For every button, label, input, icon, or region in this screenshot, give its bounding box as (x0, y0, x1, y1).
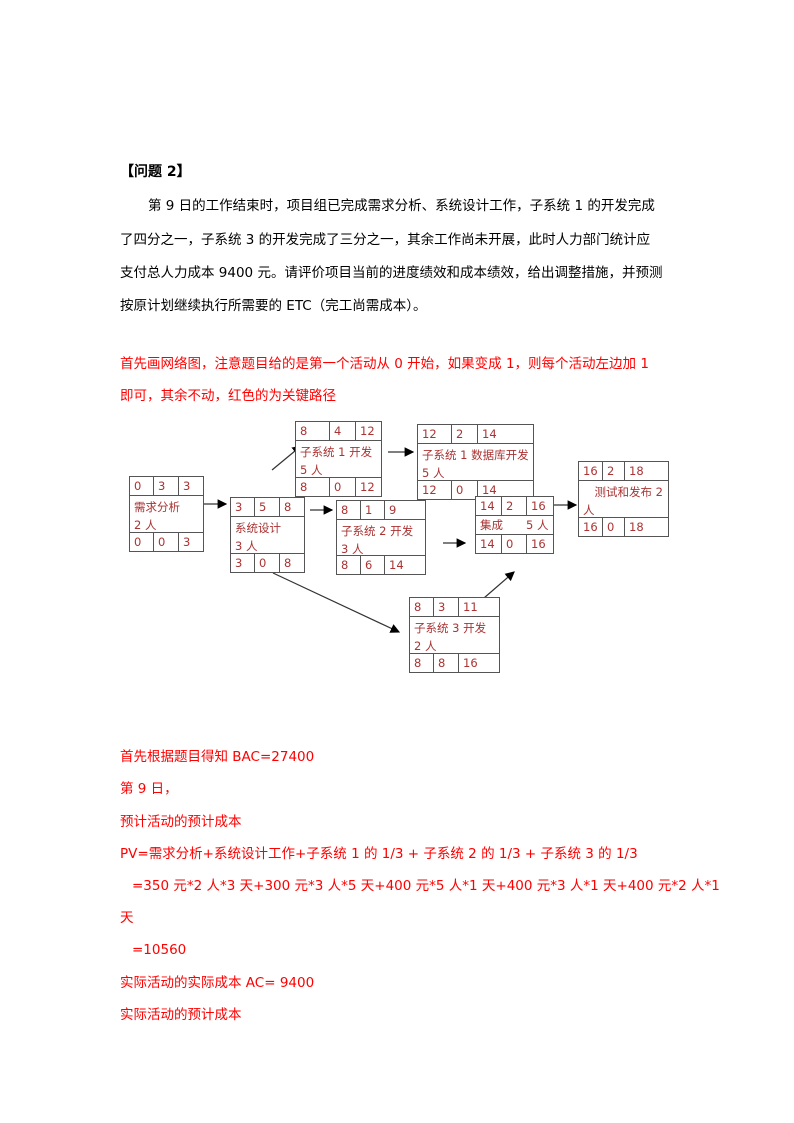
solution-line-day9: 第 9 日， (120, 781, 178, 797)
es: 14 (476, 497, 502, 515)
duration: 2 (603, 462, 625, 480)
es: 3 (231, 498, 255, 516)
solution-line-bac: 首先根据题目得知 BAC=27400 (120, 749, 315, 765)
question-line-3: 支付总人力成本 9400 元。请评价项目当前的进度绩效和成本绩效，给出调整措施，… (120, 265, 663, 281)
note-line-2: 即可，其余不动，红色的为关键路径 (120, 388, 336, 404)
float: 0 (255, 554, 280, 572)
float: 0 (154, 533, 179, 551)
solution-line-ev-label: 实际活动的预计成本 (120, 1007, 242, 1023)
solution-line-pv-label: 预计活动的预计成本 (120, 814, 242, 830)
node-people: 2 人 (134, 518, 157, 532)
es: 8 (337, 501, 361, 519)
ef: 11 (463, 600, 478, 614)
solution-line-pv-formula: PV=需求分析+系统设计工作+子系统 1 的 1/3 + 子系统 2 的 1/3… (120, 846, 638, 862)
lf: 14 (389, 558, 404, 572)
solution-line-pv-calc: =350 元*2 人*3 天+300 元*3 人*5 天+400 元*5 人*1… (132, 878, 720, 894)
ef: 16 (531, 499, 546, 513)
float: 0 (330, 478, 356, 496)
duration: 2 (452, 425, 478, 443)
es: 12 (418, 425, 452, 443)
ef: 9 (389, 503, 397, 517)
node-label: 系统设计 (235, 521, 281, 535)
solution-line-pv-calc-cont: 天 (120, 910, 134, 926)
float: 0 (452, 481, 478, 499)
node-people: 5 人 (300, 463, 323, 477)
lf: 8 (284, 556, 292, 570)
node-label: 子系统 3 开发 (414, 621, 487, 635)
es: 0 (130, 477, 154, 495)
es: 8 (296, 422, 330, 440)
ls: 3 (231, 554, 255, 572)
lf: 3 (183, 535, 191, 549)
note-line-1: 首先画网络图，注意题目给的是第一个活动从 0 开始，如果变成 1，则每个活动左边… (120, 356, 649, 372)
lf: 12 (360, 480, 375, 494)
ls: 12 (418, 481, 452, 499)
ls: 14 (476, 535, 502, 553)
solution-line-pv-result: =10560 (132, 942, 187, 958)
duration: 2 (502, 497, 527, 515)
node-label: 测试和发布 2 人 (583, 485, 663, 517)
question-title: 【问题 2】 (120, 164, 191, 180)
ls: 0 (130, 533, 154, 551)
ls: 8 (296, 478, 330, 496)
ef: 12 (360, 424, 375, 438)
float: 0 (502, 535, 527, 553)
ef: 14 (482, 427, 497, 441)
node-label: 集成 5 人 (480, 518, 549, 532)
ls: 8 (410, 654, 434, 672)
lf: 14 (482, 483, 497, 497)
float: 6 (361, 556, 385, 574)
ls: 16 (579, 518, 603, 536)
duration: 3 (434, 598, 459, 616)
node-label: 子系统 1 数据库开发 5 人 (422, 448, 529, 480)
question-line-1: 第 9 日的工作结束时，项目组已完成需求分析、系统设计工作，子系统 1 的开发完… (148, 198, 655, 214)
node-people: 3 人 (235, 539, 258, 553)
duration: 3 (154, 477, 179, 495)
ef: 3 (183, 479, 191, 493)
lf: 16 (463, 656, 478, 670)
ef: 8 (284, 500, 292, 514)
es: 8 (410, 598, 434, 616)
es: 16 (579, 462, 603, 480)
duration: 1 (361, 501, 385, 519)
node-people: 3 人 (341, 542, 364, 556)
node-label: 子系统 2 开发 (341, 524, 414, 538)
node-label: 子系统 1 开发 (300, 445, 373, 459)
lf: 16 (531, 537, 546, 551)
solution-line-ac: 实际活动的实际成本 AC= 9400 (120, 975, 315, 991)
question-line-4: 按原计划继续执行所需要的 ETC（完工尚需成本）。 (120, 298, 427, 314)
node-people: 2 人 (414, 639, 437, 653)
ls: 8 (337, 556, 361, 574)
question-line-2: 了四分之一，子系统 3 的开发完成了三分之一，其余工作尚未开展，此时人力部门统计… (120, 232, 651, 248)
duration: 4 (330, 422, 356, 440)
float: 0 (603, 518, 625, 536)
node-label: 需求分析 (134, 500, 180, 514)
float: 8 (434, 654, 459, 672)
ef: 18 (629, 464, 644, 478)
duration: 5 (255, 498, 280, 516)
lf: 18 (629, 520, 644, 534)
